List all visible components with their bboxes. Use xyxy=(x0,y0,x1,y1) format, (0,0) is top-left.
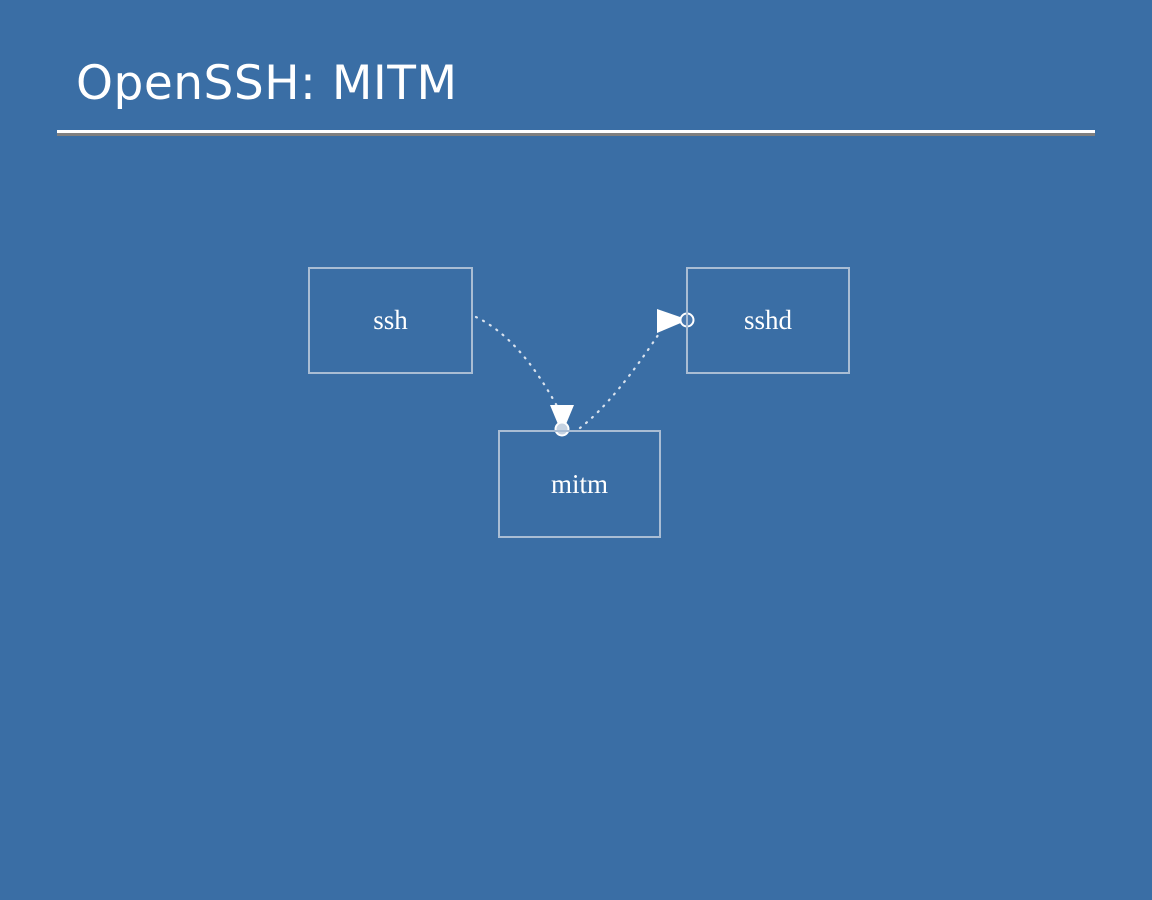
node-ssh-label: ssh xyxy=(373,305,408,335)
title-divider-shadow xyxy=(57,133,1095,136)
title-divider xyxy=(57,130,1095,136)
page-title: OpenSSH: MITM xyxy=(76,56,458,111)
node-sshd-label: sshd xyxy=(743,305,792,335)
arrowhead-sshd xyxy=(657,309,683,333)
node-sshd[interactable]: sshd xyxy=(686,267,850,374)
title-block: OpenSSH: MITM xyxy=(0,0,1152,150)
edge-ssh-to-mitm xyxy=(474,315,574,437)
node-ssh[interactable]: ssh xyxy=(308,267,473,374)
title-divider-highlight xyxy=(57,130,1095,133)
node-mitm[interactable]: mitm xyxy=(498,430,661,538)
arrowhead-mitm xyxy=(550,405,574,429)
edge-mitm-to-sshd xyxy=(578,309,695,430)
node-mitm-label: mitm xyxy=(550,468,608,499)
